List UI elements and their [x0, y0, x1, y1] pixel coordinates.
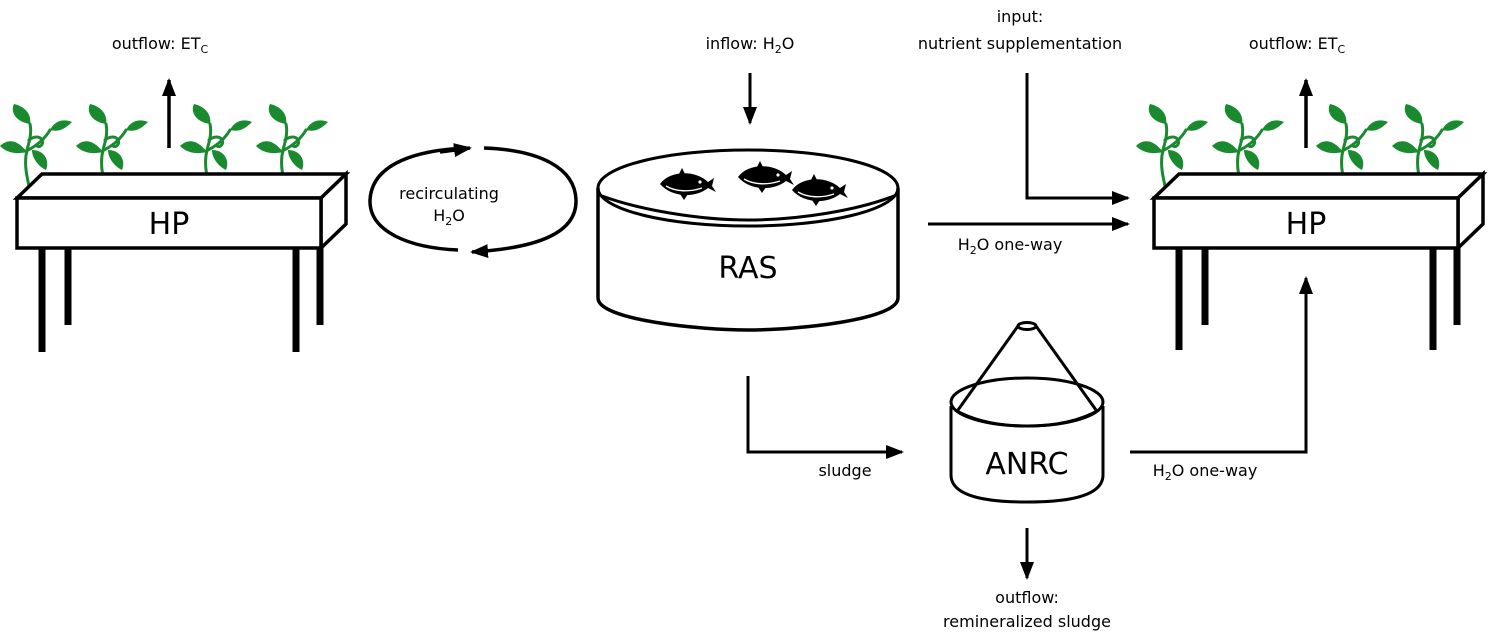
- hp-right-box: [1152, 196, 1460, 250]
- hp-right-label: HP: [1286, 207, 1327, 242]
- ras-tank: RAS: [596, 148, 900, 332]
- hp-right-outflow-label: outflow: ETC: [1249, 34, 1346, 56]
- recirculation-label-line1: recirculating: [399, 184, 499, 203]
- hp-right-unit: HP outflow: ETC: [1136, 34, 1488, 350]
- anrc-outflow-label-line1: outflow:: [995, 588, 1059, 607]
- recirculation-label-line2: H2O: [433, 206, 465, 228]
- arrow-icon: [1025, 73, 1130, 205]
- sludge-label: sludge: [818, 461, 871, 480]
- ras-inflow-label: inflow: H2O: [706, 34, 795, 56]
- arrow-icon: [470, 146, 578, 259]
- recirculation-loop: recirculating H2O: [368, 143, 578, 259]
- ras-to-hp-label: H2O one-way: [958, 235, 1063, 257]
- anrc-label: ANRC: [985, 447, 1068, 482]
- arrow-icon: [439, 143, 472, 158]
- nutrient-input-label-line1: input:: [997, 7, 1044, 26]
- nutrient-input-label-line2: nutrient supplementation: [918, 34, 1122, 53]
- arrow-icon: [1130, 276, 1313, 454]
- hp-left-outflow-label: outflow: ETC: [112, 34, 209, 56]
- cone-icon: [956, 325, 1098, 411]
- hp-left-unit: HP outflow: ETC: [0, 34, 351, 352]
- anrc-outflow-label-line2: remineralized sludge: [943, 612, 1111, 631]
- anrc-unit: ANRC: [949, 321, 1105, 504]
- hp-left-label: HP: [149, 207, 190, 242]
- anrc-to-hp-label: H2O one-way: [1153, 461, 1258, 483]
- ras-label: RAS: [718, 251, 777, 286]
- arrow-icon: [746, 376, 904, 459]
- hp-left-box: [15, 196, 323, 250]
